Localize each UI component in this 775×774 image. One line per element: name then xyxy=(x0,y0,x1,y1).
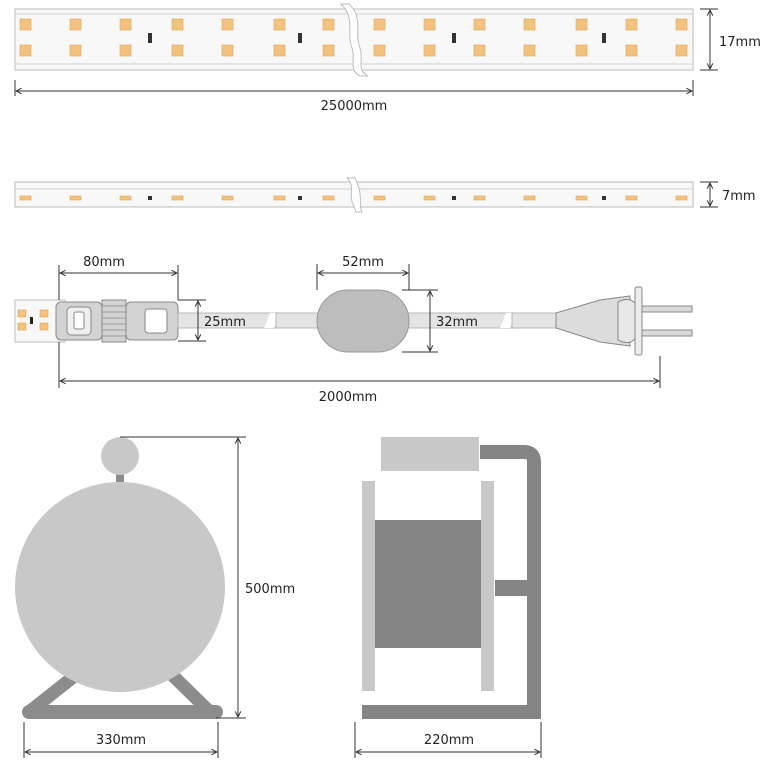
strip-width-label: 17mm xyxy=(719,35,761,50)
strip-top-break-mark xyxy=(339,3,369,77)
led-chip-side xyxy=(625,195,638,201)
led-chip-side xyxy=(423,195,436,201)
led-chip xyxy=(423,18,436,31)
led-chip xyxy=(373,18,386,31)
led-chip xyxy=(69,44,82,57)
led-chip xyxy=(322,18,335,31)
led-chip xyxy=(171,18,184,31)
in-line-controller xyxy=(316,289,410,353)
led-chip xyxy=(675,18,688,31)
led-chip xyxy=(273,18,286,31)
led-chip xyxy=(322,44,335,57)
strip-side-view xyxy=(14,177,694,213)
reel-depth-dimension: 220mm xyxy=(354,722,542,758)
led-chip xyxy=(171,44,184,57)
resistor xyxy=(298,33,302,43)
reel-height-dimension: 500mm xyxy=(120,436,295,719)
strip-side-leds xyxy=(19,195,688,201)
led-chip xyxy=(675,44,688,57)
cable-length-label: 2000mm xyxy=(319,390,377,405)
led-chip-side xyxy=(221,195,234,201)
led-chip xyxy=(69,18,82,31)
strip-height-label: 7mm xyxy=(722,189,756,204)
led-chip-side xyxy=(523,195,536,201)
led-chip-side xyxy=(119,195,132,201)
controller-width-label: 52mm xyxy=(342,255,384,270)
led-chip-side xyxy=(171,195,184,201)
strip-top-view xyxy=(14,3,694,77)
cable-diameter-dimension: 25mm xyxy=(178,299,246,342)
led-chip xyxy=(273,44,286,57)
led-chip xyxy=(625,44,638,57)
reel-side-frame xyxy=(362,445,541,719)
cord-strip-led xyxy=(39,309,49,318)
reel-handle-knob xyxy=(101,437,139,475)
strip-top-leds xyxy=(19,18,688,57)
led-chip xyxy=(523,18,536,31)
connector xyxy=(55,299,179,343)
strip-top-resistors xyxy=(148,33,606,43)
led-chip xyxy=(423,44,436,57)
led-chip-side xyxy=(373,195,386,201)
resistor-side xyxy=(602,196,606,200)
reel-side-drum-core xyxy=(375,520,487,648)
led-chip xyxy=(221,44,234,57)
resistor xyxy=(602,33,606,43)
resistor xyxy=(452,33,456,43)
connector-length-label: 80mm xyxy=(83,255,125,270)
led-chip-side xyxy=(19,195,32,201)
cord-strip-led xyxy=(39,322,49,331)
led-chip xyxy=(575,18,588,31)
led-chip-side xyxy=(675,195,688,201)
resistor-side xyxy=(452,196,456,200)
led-chip xyxy=(119,44,132,57)
reel-side-view xyxy=(362,437,541,719)
led-chip xyxy=(19,18,32,31)
connector-length-dimension: 80mm xyxy=(58,255,179,300)
controller-width-dimension: 52mm xyxy=(316,255,410,290)
led-chip-side xyxy=(322,195,335,201)
led-chip-side xyxy=(273,195,286,201)
cable-diameter-label: 25mm xyxy=(204,315,246,330)
led-chip xyxy=(473,18,486,31)
resistor-side xyxy=(298,196,302,200)
led-chip xyxy=(575,44,588,57)
strip-side-break-mark xyxy=(345,177,363,213)
reel-depth-label: 220mm xyxy=(424,733,474,748)
reel-drum xyxy=(15,482,225,692)
strip-side-resistors xyxy=(148,196,606,200)
led-chip xyxy=(221,18,234,31)
reel-height-label: 500mm xyxy=(245,582,295,597)
controller-height-label: 32mm xyxy=(436,315,478,330)
led-chip-side xyxy=(69,195,82,201)
strip-length-label: 25000mm xyxy=(321,99,388,114)
led-chip-side xyxy=(473,195,486,201)
led-chip xyxy=(523,44,536,57)
reel-width-label: 330mm xyxy=(96,733,146,748)
power-cord xyxy=(14,286,693,356)
cable-length-dimension: 2000mm xyxy=(58,342,661,405)
led-chip xyxy=(119,18,132,31)
reel-side-socket-box xyxy=(381,437,479,471)
led-chip xyxy=(19,44,32,57)
resistor xyxy=(148,33,152,43)
reel-side-flange-right xyxy=(481,481,494,691)
cord-strip-led xyxy=(17,309,27,318)
controller-height-dimension: 32mm xyxy=(402,289,478,353)
reel-side-flange-left xyxy=(362,481,375,691)
strip-width-dimension: 17mm xyxy=(700,8,761,71)
cord-strip-led xyxy=(17,322,27,331)
led-chip xyxy=(473,44,486,57)
reel-width-dimension: 330mm xyxy=(23,722,219,758)
led-chip-side xyxy=(575,195,588,201)
led-chip xyxy=(373,44,386,57)
strip-length-dimension: 25000mm xyxy=(14,80,694,114)
led-chip xyxy=(625,18,638,31)
power-plug xyxy=(555,286,693,356)
resistor-side xyxy=(148,196,152,200)
strip-height-dimension: 7mm xyxy=(700,181,756,208)
reel-front-view xyxy=(15,437,225,719)
